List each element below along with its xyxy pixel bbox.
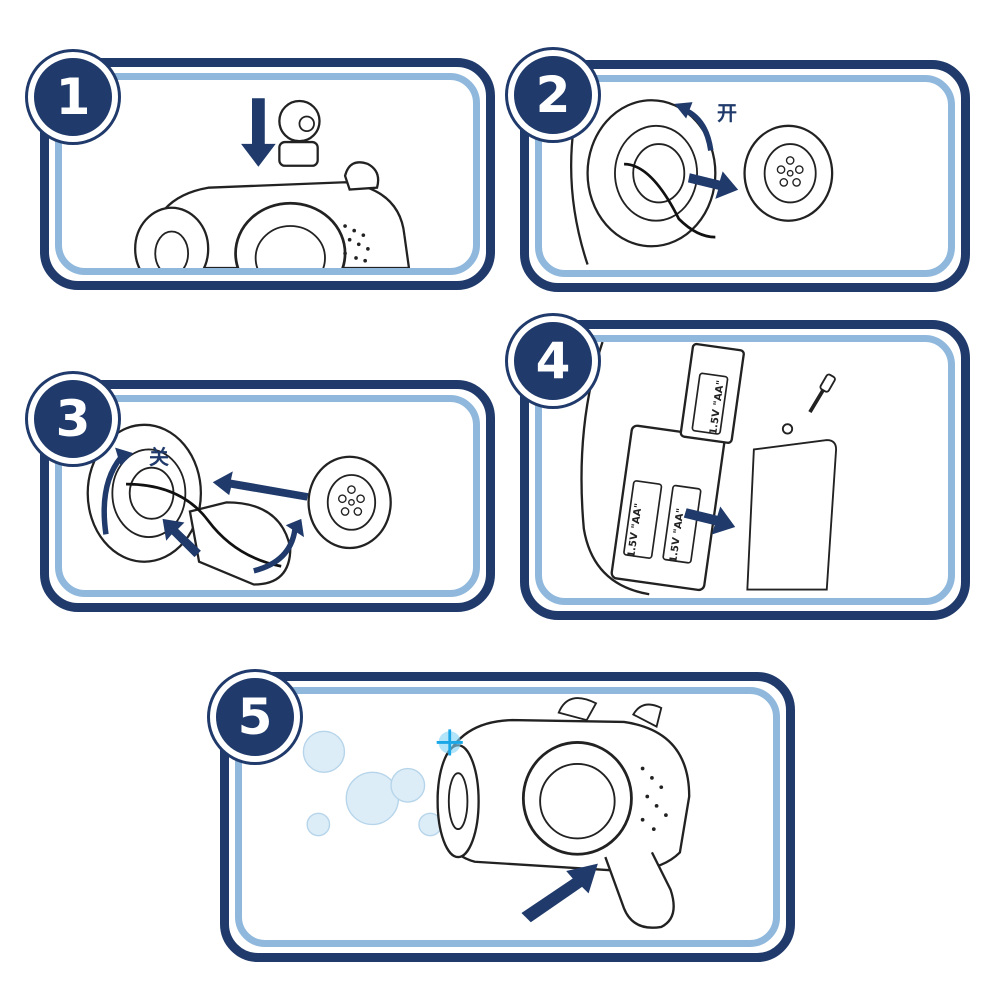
step-4-drawing [580,342,838,596]
step-1-badge: 1 [28,52,118,142]
step-2-badge: 2 [508,50,598,140]
step-1-illustration [55,73,480,275]
right-arrow-icon [683,506,736,535]
step-1-drawing [134,99,411,268]
curved-arrow-icon [674,102,714,151]
press-arrow-icon [521,863,598,923]
step-5-illustration [235,687,780,947]
bubble-icon [302,730,443,837]
step-1-panel [40,58,495,290]
light-glow-icon [436,729,463,756]
step-3-panel: 关 [40,380,495,612]
step-2-panel: 开 [520,60,970,292]
step-2-illustration [535,75,955,277]
step-5-panel [220,672,795,962]
step-5-badge: 5 [210,672,300,762]
step-4-badge: 4 [508,316,598,406]
open-label: 开 [717,101,737,125]
step-4-panel: 1.5V "AA" 1.5V "AA" 1.5V "AA" [520,320,970,620]
right-arrow-icon [687,171,739,199]
step-5-drawing [302,697,691,929]
down-arrow-icon [241,98,276,167]
close-label: 关 [149,445,169,469]
step-3-illustration [55,395,480,597]
left-arrow-icon [162,471,309,558]
step-3-badge: 3 [28,374,118,464]
step-4-illustration: 1.5V "AA" 1.5V "AA" 1.5V "AA" [535,335,955,605]
curved-arrow-icon [101,447,305,574]
step-2-drawing [570,99,834,265]
